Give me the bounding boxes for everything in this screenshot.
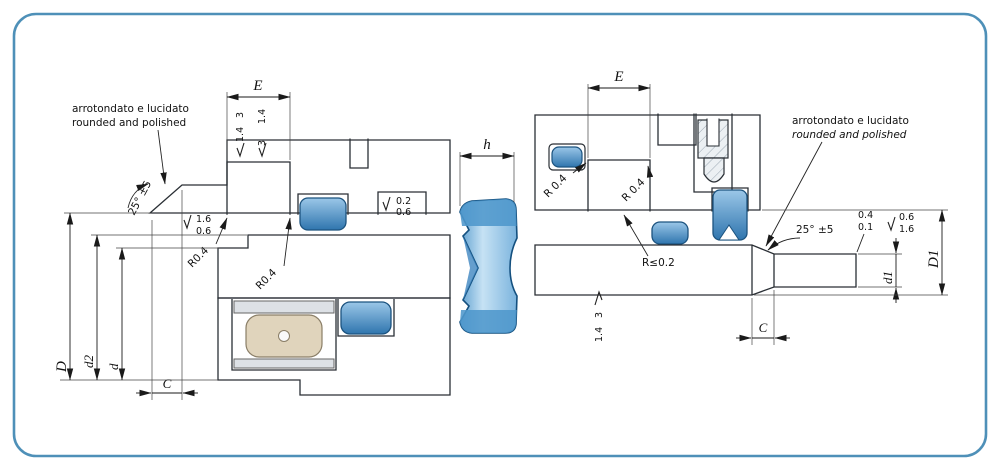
finish-value: 0.6: [899, 212, 914, 223]
finish-symbol: [258, 142, 267, 158]
note-italian: arrotondato e lucidato: [792, 115, 909, 127]
dim-label-d2: d2: [81, 355, 96, 369]
dimension-E-left: E: [226, 78, 291, 160]
left-secondary-groove: [297, 193, 349, 215]
note-italian: arrotondato e lucidato: [72, 103, 189, 115]
wiper-lip: [718, 224, 740, 241]
right-seal-groove-empty: [587, 159, 651, 212]
screw-shank: [703, 157, 725, 183]
finish-value: 0.2: [396, 196, 411, 207]
left-top-slot: [349, 138, 369, 169]
radius-leader: [283, 217, 292, 267]
wiper-notch: [711, 187, 749, 212]
dim-label-D1: D1: [926, 250, 942, 269]
dimension-h: h: [459, 137, 515, 206]
bearing-roller-pin: [278, 330, 290, 342]
dimension-E-right: E: [587, 69, 651, 158]
angle-arc: [127, 183, 149, 209]
dim-label-D: D: [54, 361, 70, 373]
note-english: rounded and polished: [792, 129, 907, 141]
dimension-D: D: [54, 212, 218, 381]
finish-value: 1.4: [257, 109, 268, 124]
dim-label-E: E: [252, 78, 262, 94]
seal-top-cap: [460, 199, 517, 226]
seal-lip-notch: [463, 236, 478, 300]
note-leader: [157, 129, 167, 185]
right-secondary-seal: [651, 221, 689, 245]
left-bearing-recess: [231, 299, 337, 371]
dimension-D1: D1: [754, 209, 948, 296]
right-top-notch: [657, 113, 697, 146]
finish-value: 3: [594, 312, 605, 318]
left-view: arrotondato e lucidato rounded and polis…: [54, 78, 451, 400]
dim-label-E: E: [613, 69, 623, 85]
finish-symbol: [183, 214, 192, 230]
bearing-inner-race: [233, 358, 335, 369]
radius-max-callout: R≤0.2: [642, 257, 675, 269]
left-edge-notch: [377, 191, 427, 215]
finish-value: 0.1: [858, 222, 873, 233]
left-secondary-seal: [299, 197, 347, 231]
finish-value: 1.4: [594, 327, 605, 342]
dim-label-C: C: [163, 376, 172, 391]
left-lower-seal-groove: [337, 299, 395, 337]
finish-symbol: [236, 142, 245, 158]
seal-bottom-cap: [460, 310, 517, 333]
finish-value: 0.4: [858, 210, 873, 221]
static-seal: [551, 146, 583, 168]
radius-leader: [215, 217, 228, 245]
edge-leader: [856, 233, 865, 253]
radius-max-leader: [623, 214, 649, 257]
finish-symbol: [887, 216, 896, 232]
note-leader: [765, 141, 823, 247]
bearing-outer-race: [233, 300, 335, 314]
radius-leader: [646, 165, 654, 178]
finish-value: 3: [257, 140, 268, 146]
finish-value: 3: [235, 112, 246, 118]
note-english: rounded and polished: [72, 117, 186, 129]
finish-value: 1.6: [899, 224, 914, 235]
dimension-C-left: C: [136, 190, 198, 400]
angle-callout: 25° ±5: [796, 224, 833, 236]
dimension-C-right: C: [736, 290, 790, 345]
dimension-d: d: [106, 247, 219, 381]
rod: [534, 244, 857, 296]
finish-value: 1.4: [235, 127, 246, 142]
dim-label-h: h: [483, 137, 491, 153]
seal-profile: h: [459, 137, 518, 334]
angle-arc: [767, 237, 801, 251]
finish-value: 0.6: [396, 207, 411, 218]
finish-value: 0.6: [196, 226, 211, 237]
dimension-d2: d2: [81, 234, 247, 381]
screw-bore: [693, 113, 733, 193]
dim-label-d1: d1: [880, 271, 895, 284]
dim-label-C: C: [759, 320, 768, 335]
finish-symbol: [382, 196, 391, 212]
radius-leader: [572, 162, 587, 174]
dim-label-d: d: [106, 363, 121, 370]
screw-socket: [706, 118, 720, 147]
left-lower-seal: [340, 301, 392, 335]
left-seal-groove-empty: [226, 161, 291, 215]
dimension-d1: d1: [858, 238, 902, 303]
finish-value: 1.6: [196, 214, 211, 225]
finish-symbol: [594, 290, 603, 306]
right-housing-section: [534, 114, 761, 211]
